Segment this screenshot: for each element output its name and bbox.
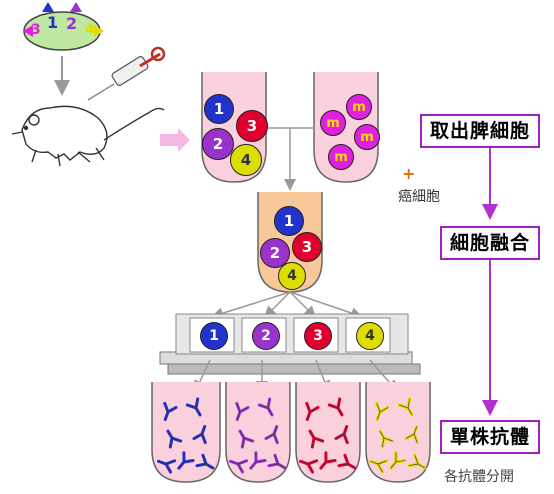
antibody-icon: [156, 459, 177, 474]
antibody-icon: [404, 424, 419, 445]
antibody-icon: [228, 459, 249, 474]
well-cell-4: 4: [356, 322, 384, 350]
antibody-icon: [298, 459, 319, 474]
antibody-icon: [257, 397, 274, 417]
antibody-icon: [166, 429, 183, 449]
antibody-icon: [397, 397, 414, 417]
myeloma-cell: m: [328, 144, 354, 170]
antibody-icon: [378, 429, 395, 449]
step-monoclonal: 單株抗體: [440, 420, 541, 454]
antibody-icon: [308, 429, 325, 449]
well-cell-3: 3: [304, 322, 332, 350]
antibody-icon: [195, 453, 215, 470]
antibody-icon: [407, 453, 427, 470]
antibody-layer: [156, 397, 427, 474]
antibody-icon: [177, 451, 195, 470]
spleen-cell-2: 2: [202, 128, 234, 160]
syringe: [87, 46, 166, 101]
plus-sign: +: [402, 164, 416, 183]
mouse-drawing: [11, 105, 165, 167]
antibody-icon: [375, 401, 390, 422]
antibody-icon: [389, 451, 407, 470]
antigen-number-3: 3: [31, 22, 41, 38]
step-fusion: 細胞融合: [440, 226, 541, 260]
antigen-number-4: 4: [85, 22, 95, 38]
antibody-icon: [264, 424, 279, 445]
antigen-triangle-4: [94, 25, 104, 37]
antibody-icon: [235, 401, 250, 422]
antibody-icon: [337, 453, 357, 470]
hybrid-cell-3: 3: [292, 232, 322, 262]
spleen-cell-4: 4: [230, 144, 262, 176]
cancer-cell-label: 癌細胞: [398, 189, 440, 205]
myeloma-cell: m: [354, 124, 380, 150]
antigen-number-1: 1: [47, 13, 59, 32]
well-cell-2: 2: [252, 322, 280, 350]
antibody-icon: [305, 401, 320, 422]
antibody-icon: [267, 453, 287, 470]
antibody-icon: [327, 397, 344, 417]
myeloma-cell: m: [320, 110, 346, 136]
antibody-icon: [192, 424, 207, 445]
myeloma-cell: m: [346, 94, 372, 120]
antibody-icon: [334, 424, 349, 445]
step-spleen: 取出脾細胞: [420, 114, 541, 148]
antibody-icon: [238, 429, 255, 449]
antigen-number-2: 2: [66, 14, 78, 33]
well-cell-1: 1: [200, 322, 228, 350]
antibody-icon: [319, 451, 337, 470]
antibody-icon: [249, 451, 267, 470]
hybrid-cell-1: 1: [274, 206, 304, 236]
antigen-triangle-3: [23, 25, 33, 37]
antibody-icon: [163, 401, 178, 422]
spleen-cell-1: 1: [204, 94, 234, 124]
antigen-triangle-1: [42, 2, 54, 12]
antibody-icon: [185, 397, 202, 417]
antigen-triangle-2: [70, 2, 82, 12]
spleen-cell-3: 3: [236, 110, 268, 142]
separate-label: 各抗體分開: [444, 469, 514, 485]
hybrid-cell-4: 4: [278, 262, 306, 290]
antibody-icon: [368, 459, 389, 474]
pink-arrow: [160, 128, 190, 152]
